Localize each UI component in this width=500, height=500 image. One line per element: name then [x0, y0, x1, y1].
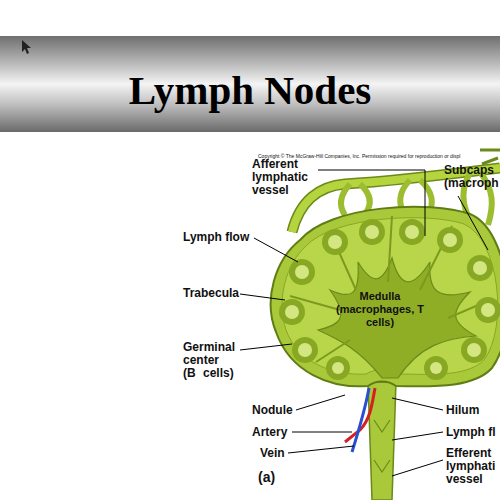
- slide-title: Lymph Nodes: [0, 60, 500, 120]
- leader-line: [240, 344, 292, 350]
- leader-line: [296, 395, 345, 410]
- part-label: Lymph flow: [183, 231, 263, 244]
- figure-letter: (a): [258, 471, 288, 484]
- leader-line: [392, 398, 443, 410]
- germinal-center: [285, 305, 299, 319]
- leader-line: [392, 432, 443, 440]
- nodule: [279, 299, 305, 325]
- leader-line: [458, 196, 488, 250]
- part-label: Vein: [260, 447, 300, 460]
- leader-line: [392, 460, 443, 476]
- nodule: [467, 255, 493, 281]
- nodule: [326, 356, 350, 380]
- part-label: Afferent lymphatic vessel: [252, 158, 314, 197]
- germinal-center: [473, 261, 487, 275]
- germinal-center: [295, 265, 309, 279]
- flow-marks: [374, 420, 390, 472]
- nodule: [359, 219, 385, 245]
- lymph-node-capsule: [271, 207, 500, 387]
- leader-line: [292, 432, 352, 433]
- vessel-arrow: [480, 150, 500, 164]
- germinal-center: [467, 343, 481, 357]
- part-label: Nodule: [252, 404, 312, 417]
- nodule: [461, 337, 487, 363]
- germinal-center: [328, 235, 342, 249]
- germinal-center: [332, 362, 344, 374]
- leader-line: [240, 294, 285, 300]
- part-label: Artery: [252, 426, 312, 439]
- nodule: [289, 259, 315, 285]
- germinal-center: [298, 343, 312, 357]
- nodule: [424, 356, 448, 380]
- germinal-center: [443, 233, 457, 247]
- germinal-center: [481, 303, 495, 317]
- germinal-center: [430, 362, 442, 374]
- part-label: Trabecula: [183, 287, 263, 300]
- nodule: [292, 337, 318, 363]
- part-label: Lymph fl: [446, 426, 500, 439]
- mouse-cursor: [22, 40, 31, 54]
- nodules: [279, 219, 500, 380]
- artery: [345, 388, 375, 442]
- vein: [352, 388, 369, 452]
- part-label: Germinal center (B cells): [183, 341, 237, 380]
- leader-line: [288, 446, 354, 453]
- leader-line: [254, 238, 298, 262]
- nodule: [475, 297, 500, 323]
- nodule: [399, 219, 425, 245]
- nodule: [437, 227, 463, 253]
- part-label: Subcaps (macroph: [444, 164, 500, 190]
- leader-line: [318, 170, 425, 236]
- part-label: Efferent lymphati vessel: [446, 447, 500, 486]
- trabecula: [290, 216, 490, 362]
- part-label: Hilum: [446, 404, 500, 417]
- nodule: [322, 229, 348, 255]
- germinal-center: [365, 225, 379, 239]
- region-label: Medulla (macrophages, T cells): [335, 290, 425, 329]
- germinal-center: [405, 225, 419, 239]
